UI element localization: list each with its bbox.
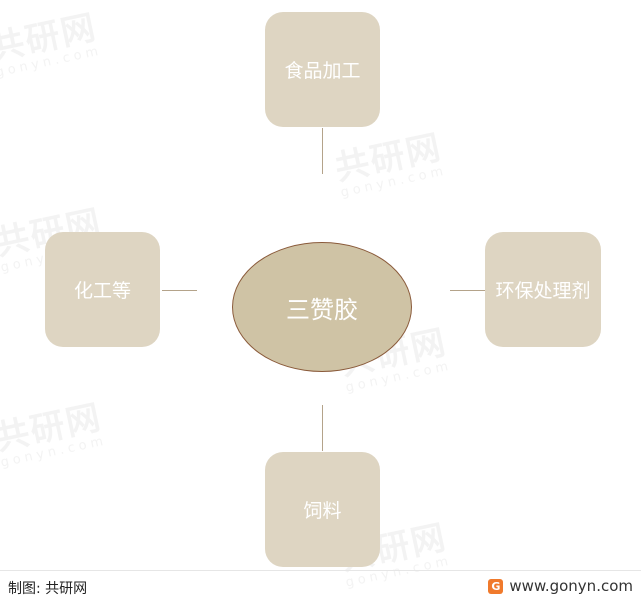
connector-left — [162, 290, 197, 291]
footer-divider — [0, 570, 641, 571]
node-label: 食品加工 — [284, 60, 361, 82]
node-label: 环保处理剂 — [495, 280, 591, 302]
node-label: 饲料 — [303, 500, 342, 522]
connector-top — [322, 128, 323, 174]
node-food-processing: 食品加工 — [265, 12, 380, 127]
node-environmental-agent: 环保处理剂 — [485, 232, 601, 347]
connector-bottom — [322, 405, 323, 451]
chart-credit: 制图: 共研网 — [8, 581, 88, 597]
gonyn-logo-icon: G — [488, 578, 504, 594]
center-node: 三赞胶 — [232, 242, 412, 372]
website-link[interactable]: G www.gonyn.com — [488, 577, 633, 595]
node-chemical: 化工等 — [45, 232, 160, 347]
connector-right — [450, 290, 485, 291]
node-feed: 饲料 — [265, 452, 380, 567]
center-label: 三赞胶 — [286, 295, 358, 324]
website-text: www.gonyn.com — [509, 577, 633, 595]
node-label: 化工等 — [73, 280, 131, 302]
